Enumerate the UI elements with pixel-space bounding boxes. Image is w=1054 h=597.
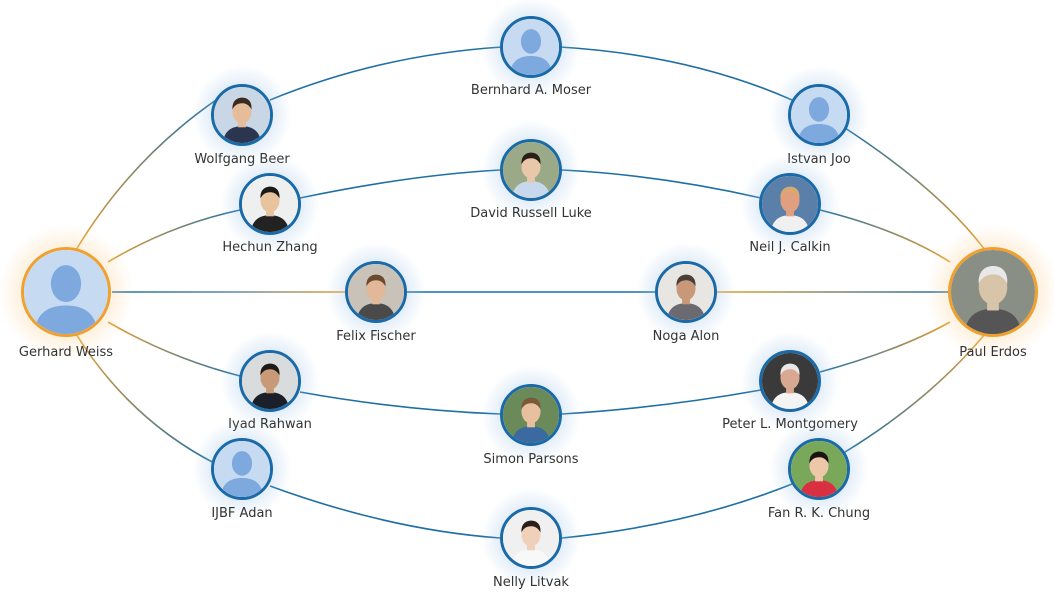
photo-avatar-icon[interactable] — [500, 507, 562, 569]
photo-avatar-icon[interactable] — [759, 173, 821, 235]
node-label[interactable]: David Russell Luke — [470, 206, 592, 221]
placeholder-avatar-icon[interactable] — [211, 438, 273, 500]
node-label[interactable]: Iyad Rahwan — [228, 417, 312, 432]
node-label[interactable]: IJBF Adan — [211, 506, 273, 521]
node-label[interactable]: Felix Fischer — [336, 329, 416, 344]
photo-avatar-icon[interactable] — [239, 173, 301, 235]
node-label[interactable]: Hechun Zhang — [222, 240, 318, 255]
edge — [561, 389, 762, 415]
edge — [107, 321, 241, 377]
edge — [844, 127, 986, 251]
edge — [269, 485, 501, 539]
node-label[interactable]: Istvan Joo — [787, 152, 851, 167]
photo-avatar-icon[interactable] — [500, 139, 562, 201]
edge — [559, 46, 793, 101]
node-label[interactable]: Peter L. Montgomery — [722, 417, 858, 432]
edge — [819, 209, 951, 263]
edge — [819, 321, 951, 373]
edge — [299, 169, 501, 199]
node-label[interactable]: Fan R. K. Chung — [767, 506, 871, 521]
node-label[interactable]: Bernhard A. Moser — [470, 83, 592, 98]
edge — [107, 209, 241, 263]
photo-avatar-icon[interactable] — [788, 438, 850, 500]
edge — [269, 46, 503, 101]
node-label[interactable]: Simon Parsons — [483, 452, 579, 467]
photo-avatar-icon[interactable] — [500, 384, 562, 446]
node-label[interactable]: Nelly Litvak — [493, 575, 569, 590]
photo-avatar-icon[interactable] — [211, 84, 273, 146]
photo-avatar-icon[interactable] — [345, 261, 407, 323]
node-label[interactable]: Gerhard Weiss — [18, 345, 114, 360]
edge — [561, 483, 793, 539]
node-label[interactable]: Neil J. Calkin — [749, 240, 831, 255]
placeholder-avatar-icon[interactable] — [21, 247, 111, 337]
node-label[interactable]: Noga Alon — [652, 329, 720, 344]
photo-avatar-icon[interactable] — [948, 247, 1038, 337]
photo-avatar-icon[interactable] — [655, 261, 717, 323]
edge — [299, 391, 501, 415]
edge — [75, 99, 217, 251]
placeholder-avatar-icon[interactable] — [500, 16, 562, 78]
photo-avatar-icon[interactable] — [759, 350, 821, 412]
photo-avatar-icon[interactable] — [239, 350, 301, 412]
edge — [561, 169, 762, 199]
node-label[interactable]: Paul Erdos — [959, 345, 1027, 360]
node-label[interactable]: Wolfgang Beer — [194, 152, 290, 167]
placeholder-avatar-icon[interactable] — [788, 84, 850, 146]
